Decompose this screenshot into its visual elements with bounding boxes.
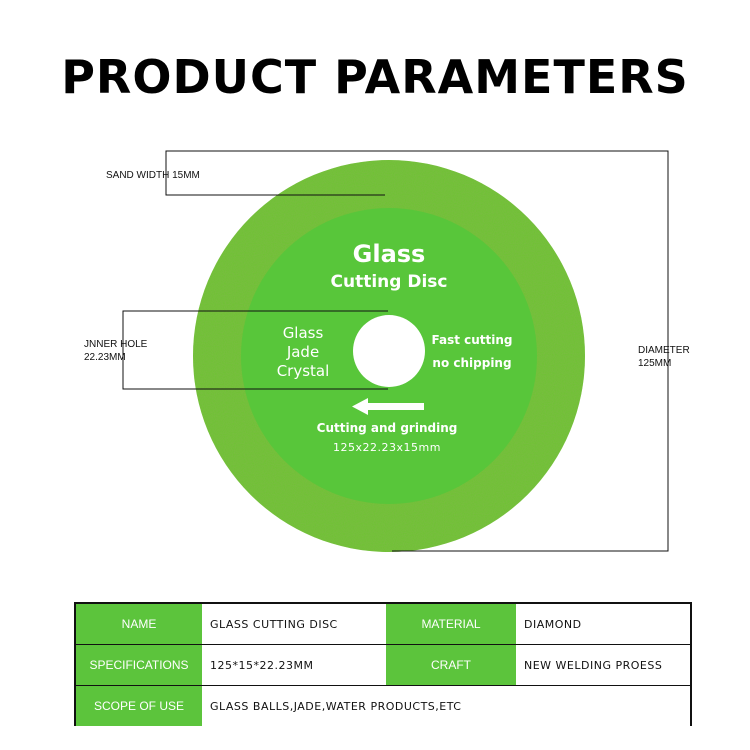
inner-hole-label-line2: 22.23MM xyxy=(84,352,126,363)
sand-width-label: SAND WIDTH 15MM xyxy=(106,170,200,181)
disc-title-line2: Cutting Disc xyxy=(331,272,448,292)
table-row: SCOPE OF USE GLASS BALLS,JADE,WATER PROD… xyxy=(76,686,690,726)
disc-bottom-line2: 125x22.23x15mm xyxy=(333,441,441,454)
diameter-label-line1: DIAMETER xyxy=(638,345,690,356)
disc-left-line3: Crystal xyxy=(277,362,330,380)
diameter-label-line2: 125MM xyxy=(638,358,672,369)
inner-hole-leader xyxy=(122,310,388,390)
sand-width-leader xyxy=(165,150,669,552)
disc-center-hole xyxy=(353,315,425,387)
disc-right-line1: Fast cutting xyxy=(431,333,512,347)
scope-of-use-value: GLASS BALLS,JADE,WATER PRODUCTS,ETC xyxy=(202,686,690,726)
name-value: GLASS CUTTING DISC xyxy=(202,604,386,644)
cutting-disc-diagram: Glass Cutting Disc Glass Jade Crystal Fa… xyxy=(122,150,669,552)
disc-bottom-line1: Cutting and grinding xyxy=(317,421,458,435)
disc-left-line1: Glass xyxy=(283,324,324,342)
disc-right-line2: no chipping xyxy=(432,356,511,370)
material-value: DIAMOND xyxy=(516,604,690,644)
specifications-value: 125*15*22.23MM xyxy=(202,645,386,685)
craft-value: NEW WELDING PROESS xyxy=(516,645,690,685)
row-divider xyxy=(76,644,690,645)
name-label: NAME xyxy=(76,604,202,644)
table-row: NAME GLASS CUTTING DISC MATERIAL DIAMOND xyxy=(76,604,690,644)
page-title: PRODUCT PARAMETERS xyxy=(61,50,689,104)
arrow-left-icon xyxy=(352,398,424,415)
row-divider xyxy=(76,685,690,686)
disc-left-line2: Jade xyxy=(286,343,319,361)
product-parameters-table: NAME GLASS CUTTING DISC MATERIAL DIAMOND… xyxy=(74,602,692,726)
table-row: SPECIFICATIONS 125*15*22.23MM CRAFT NEW … xyxy=(76,645,690,685)
material-label: MATERIAL xyxy=(386,604,516,644)
scope-of-use-label: SCOPE OF USE xyxy=(76,686,202,726)
craft-label: CRAFT xyxy=(386,645,516,685)
specifications-label: SPECIFICATIONS xyxy=(76,645,202,685)
inner-hole-label-line1: JNNER HOLE xyxy=(84,339,148,350)
disc-title-line1: Glass xyxy=(353,240,426,268)
